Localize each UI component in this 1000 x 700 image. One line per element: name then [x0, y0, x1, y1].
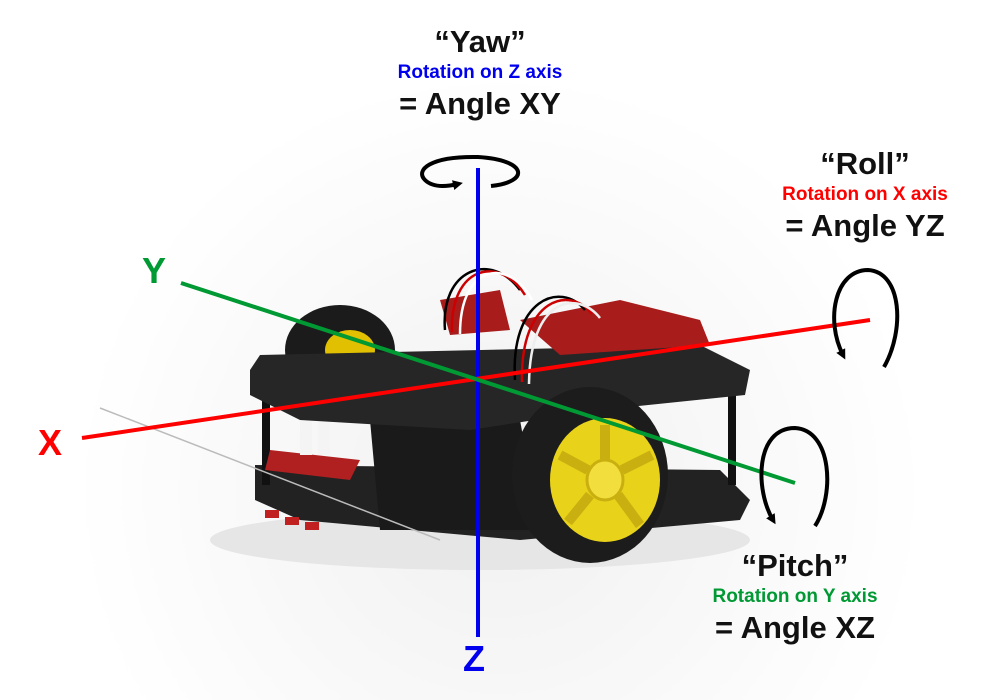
y-axis-line [180, 281, 796, 485]
sensor-board [265, 450, 360, 480]
roll-angle: = Angle YZ [785, 208, 945, 243]
yaw-rotation-arrow [420, 154, 521, 190]
motor-driver-board [440, 290, 510, 335]
pitch-title: “Pitch” [741, 548, 849, 583]
standoff [728, 375, 736, 485]
roll-description: Rotation on X axis [782, 184, 948, 205]
antenna-wire [99, 407, 441, 541]
yaw-label-group: “Yaw” Rotation on Z axis = Angle XY [340, 24, 620, 122]
standoff [262, 385, 270, 485]
yaw-description: Rotation on Z axis [397, 62, 563, 83]
roll-rotation-arrow [832, 267, 900, 368]
hub-spokes [557, 425, 655, 528]
x-axis-label: X [38, 422, 63, 463]
controller-board [520, 300, 710, 355]
y-axis-label: Y [142, 250, 167, 291]
pitch-angle: = Angle XZ [715, 610, 875, 645]
yaw-title: “Yaw” [434, 24, 526, 59]
pitch-label-group: “Pitch” Rotation on Y axis = Angle XZ [650, 548, 940, 646]
yaw-angle: = Angle XY [399, 86, 561, 121]
pitch-description: Rotation on Y axis [712, 586, 878, 607]
pitch-rotation-arrow [759, 425, 830, 528]
roll-title: “Roll” [820, 146, 910, 181]
z-axis-label: Z [463, 638, 485, 679]
roll-label-group: “Roll” Rotation on X axis = Angle YZ [720, 146, 1000, 244]
chassis-body [370, 420, 540, 530]
white-standoff [300, 410, 312, 455]
